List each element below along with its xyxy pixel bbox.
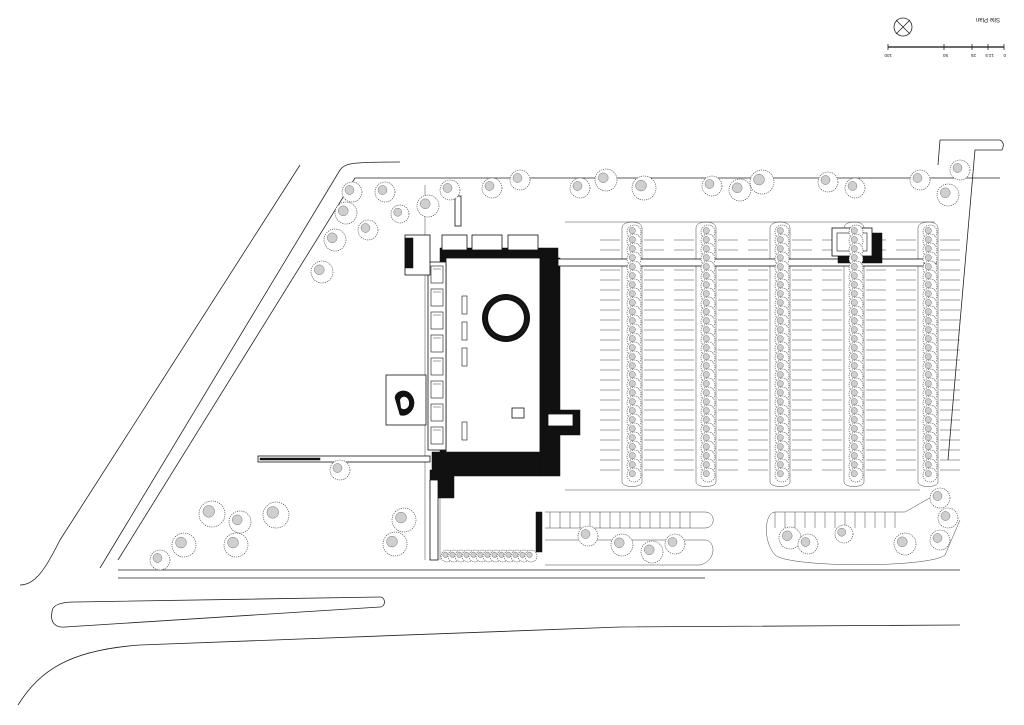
north-arrow-icon	[893, 17, 913, 37]
interior-benches	[461, 295, 468, 441]
main-building	[257, 195, 581, 561]
scale-label-100: 100	[884, 53, 892, 58]
drawing-title: Site Plan	[976, 16, 1000, 22]
parking-lot	[545, 221, 961, 566]
rotunda	[482, 294, 530, 342]
roads	[17, 139, 1004, 706]
scale-bar: 0 12.5 25 50 100	[884, 44, 1006, 58]
facade-bays	[430, 265, 444, 445]
scale-label-50: 50	[942, 53, 948, 58]
scale-label-12-5: 12.5	[985, 53, 994, 58]
title-block: Site Plan 0 12.5 25 50 100	[884, 16, 1006, 58]
scale-label-25: 25	[970, 53, 976, 58]
trees	[149, 159, 971, 571]
scale-label-0: 0	[1003, 53, 1006, 58]
